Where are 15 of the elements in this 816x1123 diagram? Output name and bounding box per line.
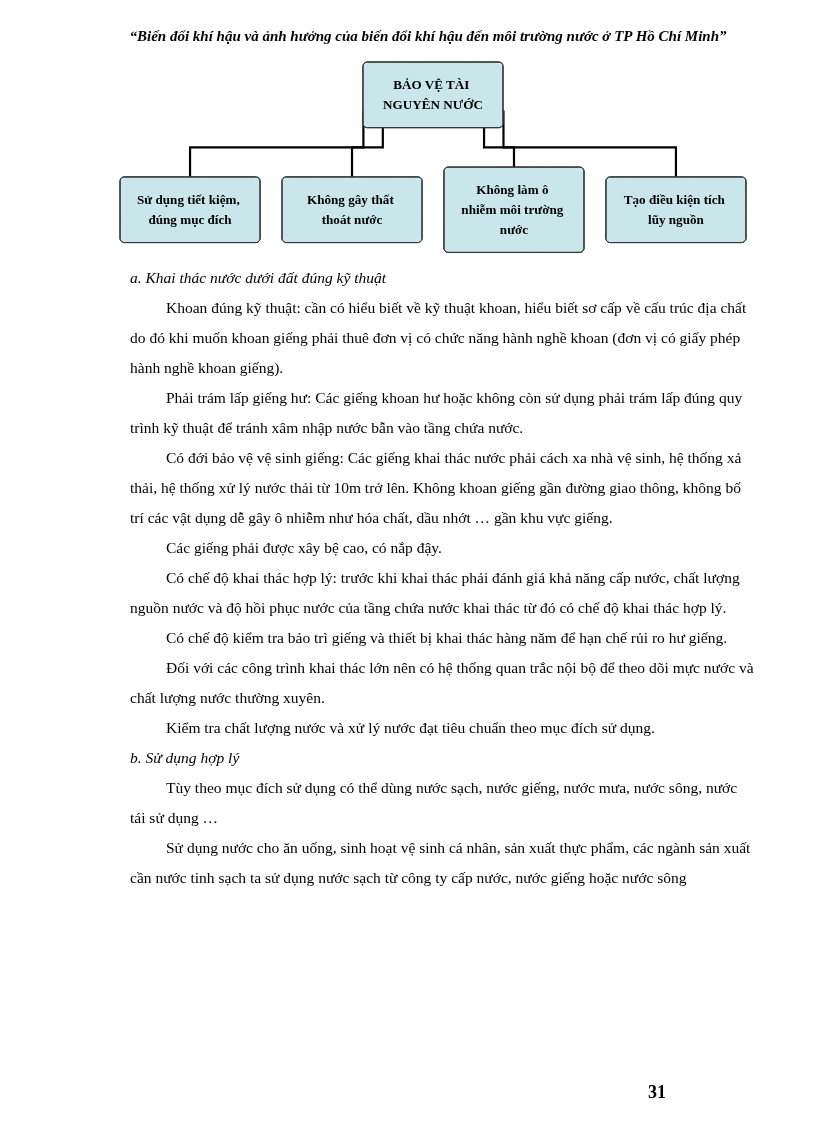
paragraph: Tùy theo mục đích sử dụng có thể dùng nước sạch, nước giếng, nước mưa, nước sông, nước tái sử dụng … [130, 778, 739, 829]
page-number: 31 [648, 1082, 666, 1103]
paragraph: Khoan đúng kỹ thuật: cần có hiểu biết về kỹ thuật khoan, hiểu biết sơ cấp về cấu trúc địa chất do đó khi muốn khoan giếng phải thuê đơn vị có chức năng hành nghề khoan (đơn vị có giấy phép hành nghề khoan giếng). [130, 298, 748, 379]
paragraph: Phải trám lấp giếng hư: Các giếng khoan hư hoặc không còn sử dụng phải trám lấp đúng quy trình kỹ thuật để tránh xâm nhập nước bẫn vào tầng chứa nước. [130, 388, 744, 439]
paragraph: Có đới bảo vệ vệ sinh giếng: Các giếng khai thác nước phải cách xa nhà vệ sinh, hệ thống xả thải, hệ thống xử lý nước thải từ 10m trở lên. Không khoan giếng gần đường giao thông, không bố trí các vật dụng dễ gây ô nhiễm như hóa chất, dầu nhớt … gần khu vực giếng. [130, 448, 743, 529]
connector [482, 128, 516, 169]
paragraph: Sử dụng nước cho ăn uống, sinh hoạt vệ sinh cá nhân, sản xuất thực phẩm, các ngành sản xuất cần nước tinh sạch ta sử dụng nước sạch từ công ty cấp nước, nước giếng hoặc nước sông [130, 838, 752, 889]
paragraph: Có chế độ kiểm tra bảo trì giếng và thiết bị khai thác hàng năm để hạn chế rủi ro hư giếng. [165, 628, 729, 649]
paragraph: Đối với các công trình khai thác lớn nên có hệ thống quan trắc nội bộ để theo dõi mực nước và chất lượng nước thường xuyên. [130, 658, 755, 709]
paragraph: Kiểm tra chất lượng nước và xử lý nước đạt tiêu chuẩn theo mục đích sử dụng. [165, 718, 656, 739]
section-heading: a. Khai thác nước dưới đất đúng kỹ thuật [130, 268, 388, 289]
section-heading: b. Sử dụng hợp lý [130, 748, 241, 769]
paragraph: Có chế độ khai thác hợp lý: trước khi khai thác phải đánh giá khả năng cấp nước, chất lượng nguồn nước và độ hồi phục nước của tầng chứa nước khai thác từ đó có chế độ khai thác hợp lý. [130, 568, 741, 619]
page-header: “Biến đổi khí hậu và ảnh hưởng của biến đổi khí hậu đến môi trường nước ở TP Hồ Chí Minh” [128, 28, 728, 45]
paragraph: Các giếng phải được xây bệ cao, có nắp đậy. [165, 538, 443, 559]
